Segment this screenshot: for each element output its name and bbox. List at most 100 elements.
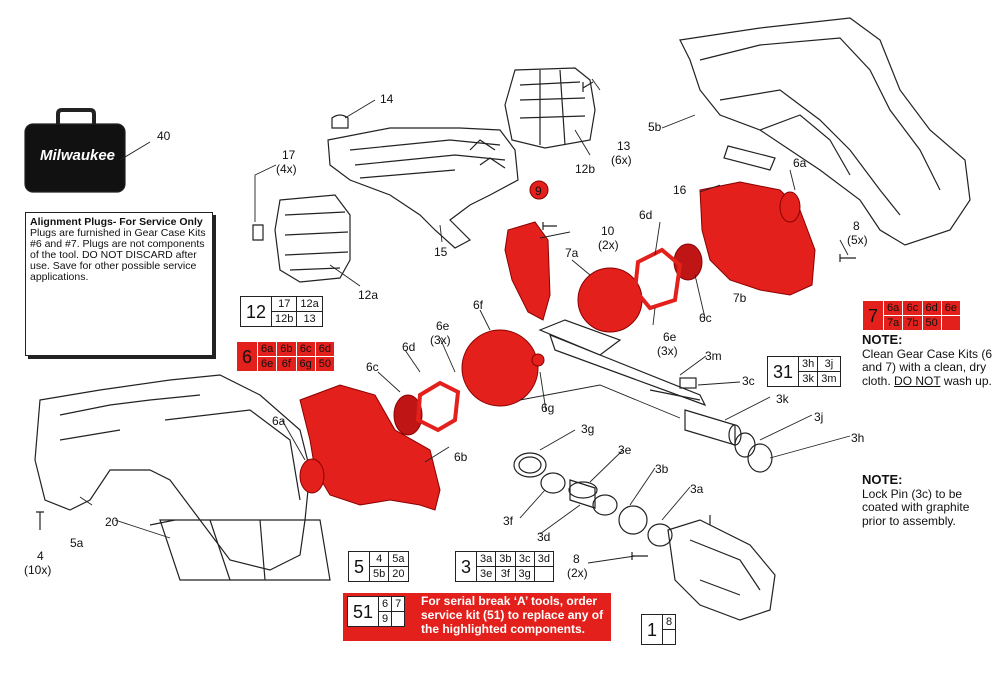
bearing-6c-left xyxy=(393,394,423,436)
label-20 xyxy=(149,519,176,526)
part-9-marker xyxy=(529,180,549,200)
kit-cell: 6a xyxy=(257,341,278,357)
kit-cell: 3c xyxy=(514,551,535,567)
callout-15: 15 xyxy=(434,245,448,259)
callout-6f: 6f xyxy=(473,298,484,312)
kit-table-6: 6 6a 6b 6c 6d 6e 6f 6g 50 xyxy=(235,341,336,372)
kit-cell: 3j xyxy=(817,356,841,372)
kit-cell: 3f xyxy=(495,566,516,582)
callout-6b: 6b xyxy=(454,450,468,464)
kit-number: 31 xyxy=(766,356,800,387)
kit-cell: 5b xyxy=(369,566,390,582)
note1-emphasis: DO NOT xyxy=(894,373,941,388)
kit-cell: 6 xyxy=(378,596,393,612)
kit-number: 12 xyxy=(239,296,273,327)
kit-number: 5 xyxy=(347,551,371,582)
kit-cell: 6c xyxy=(902,300,923,316)
kit-cell: 3b xyxy=(495,551,516,567)
kit-cell: 50 xyxy=(921,315,942,331)
kit-number: 3 xyxy=(454,551,478,582)
kit-number: 51 xyxy=(346,596,380,627)
note-clean-gear-case: NOTE: Clean Gear Case Kits (6 and 7) wit… xyxy=(862,333,997,388)
service-kit-51-banner: 51 6 7 9 For serial break ‘A’ tools, ord… xyxy=(343,593,611,641)
kit-cell: 7a xyxy=(883,315,904,331)
kit-cell: 13 xyxy=(296,311,323,327)
housing-left-5a xyxy=(34,374,331,581)
callout-4-qty: (10x) xyxy=(24,563,52,577)
callout-7a: 7a xyxy=(565,246,579,260)
kit-cell: 6e xyxy=(940,300,962,316)
kit-cell: 3m xyxy=(817,371,841,387)
callout-8-top-qty: (5x) xyxy=(847,233,868,247)
callout-8-bottom-qty: (2x) xyxy=(567,566,588,580)
shaft-3m xyxy=(538,319,707,407)
callout-3g: 3g xyxy=(581,422,595,436)
callout-16: 16 xyxy=(673,183,687,197)
callout-14: 14 xyxy=(380,92,394,106)
brand-logo: Milwaukee xyxy=(40,147,116,164)
kit-table-31: 31 3h 3j 3k 3m xyxy=(766,356,841,387)
callout-3b: 3b xyxy=(655,462,669,476)
kit-cell: 6a xyxy=(883,300,904,316)
callout-6g: 6g xyxy=(541,401,555,415)
note2-text: Lock Pin (3c) to be coated with graphite… xyxy=(862,486,970,528)
kit-number: 1 xyxy=(640,614,664,645)
callout-6d-right: 6d xyxy=(639,208,653,222)
bracket-16 xyxy=(723,145,776,171)
kit-cell: 50 xyxy=(314,356,336,372)
carry-case-icon xyxy=(24,108,126,193)
callout-4: 4 xyxy=(37,549,44,563)
clutch-parts xyxy=(513,452,673,547)
alignment-plug-6a-left xyxy=(299,458,325,494)
callout-3h: 3h xyxy=(851,431,865,445)
banner-text: For serial break ‘A’ tools, order servic… xyxy=(421,594,604,636)
callout-3j: 3j xyxy=(814,410,824,424)
pin-6g xyxy=(531,353,545,367)
callout-3a: 3a xyxy=(690,482,704,496)
callout-20: 20 xyxy=(105,515,119,529)
kit-cell: 3d xyxy=(533,551,555,567)
alignment-plug-6a-right xyxy=(779,191,801,223)
callout-5a: 5a xyxy=(70,536,84,550)
callout-6d-left: 6d xyxy=(402,340,416,354)
kit-cell: 6g xyxy=(295,356,316,372)
kit-cell xyxy=(662,629,677,645)
callout-13: 13 xyxy=(617,139,631,153)
lock-pin-3c xyxy=(679,377,697,389)
kit-table-7: 7 6a 6c 6d 6e 7a 7b 50 xyxy=(861,300,962,331)
callout-9: 9 xyxy=(535,184,542,198)
gasket-6d-left xyxy=(415,380,461,433)
kit-cell: 9 xyxy=(378,611,393,627)
kit-table-12: 12 17 12a 12b 13 xyxy=(239,296,323,327)
callout-3f: 3f xyxy=(503,514,514,528)
kit-cell xyxy=(533,566,555,582)
kit-table-1: 1 8 xyxy=(640,614,677,645)
kit-cell: 6e xyxy=(257,356,278,372)
kit-cell: 3e xyxy=(476,566,497,582)
callout-5b: 5b xyxy=(648,120,662,134)
screw-4 xyxy=(36,511,44,530)
callout-40: 40 xyxy=(157,129,171,143)
alignment-plugs-body: Plugs are furnished in Gear Case Kits #6… xyxy=(30,227,206,283)
kit-cell: 6d xyxy=(314,341,336,357)
callout-17: 17 xyxy=(282,148,296,162)
kit-number: 6 xyxy=(235,341,259,372)
callout-12b: 12b xyxy=(575,162,596,176)
kit-cell xyxy=(391,611,406,627)
note1-text: Clean Gear Case Kits (6 and 7) with a cl… xyxy=(862,346,993,388)
kit-cell: 17 xyxy=(271,296,298,312)
alignment-plugs-note: Alignment Plugs- For Service Only Plugs … xyxy=(25,212,213,356)
callout-3m: 3m xyxy=(705,349,722,363)
motor-housing-12b xyxy=(504,67,596,149)
callout-10: 10 xyxy=(601,224,615,238)
kit-cell: 4 xyxy=(369,551,390,567)
callout-3d: 3d xyxy=(537,530,551,544)
kit-cell: 12b xyxy=(271,311,298,327)
kit-cell: 12a xyxy=(296,296,323,312)
kit-cell: 7 xyxy=(391,596,406,612)
callout-6c-left: 6c xyxy=(366,360,379,374)
gasket-6d-right xyxy=(632,247,683,311)
callout-8-bottom: 8 xyxy=(573,552,580,566)
callout-7b: 7b xyxy=(733,291,747,305)
